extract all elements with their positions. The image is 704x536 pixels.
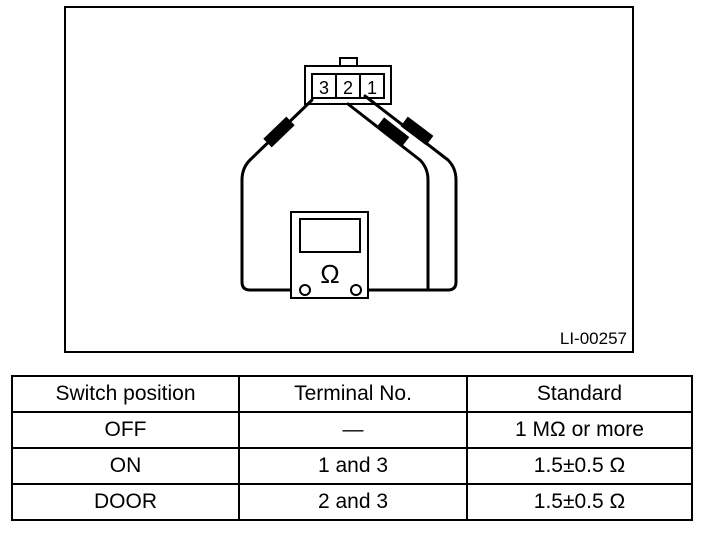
figure-frame [64, 6, 634, 353]
middle-probe [376, 117, 410, 147]
ohm-symbol: Ω [320, 259, 339, 289]
standard-cell: 1.5±0.5 Ω [466, 483, 693, 521]
connector-terminal-face [311, 73, 385, 99]
terminal-1-label: 1 [367, 78, 377, 98]
column-header-standard: Standard [466, 375, 693, 413]
figure-code: LI-00257 [560, 329, 627, 348]
ohmmeter-test-diagram: 3 2 1 Ω LI-00257 [64, 6, 634, 353]
switch-position-cell: ON [11, 447, 240, 485]
terminal-no-cell: — [238, 411, 468, 449]
table-row: ON 1 and 3 1.5±0.5 Ω [11, 447, 693, 485]
left-test-lead [240, 98, 314, 292]
test-probes [263, 116, 434, 148]
standard-cell: 1 MΩ or more [466, 411, 693, 449]
column-header-terminal-no: Terminal No. [238, 375, 468, 413]
right-probe [400, 116, 434, 146]
ohmmeter-terminal-right [350, 284, 362, 296]
table-header-row: Switch position Terminal No. Standard [11, 375, 693, 413]
switch-position-cell: OFF [11, 411, 240, 449]
column-header-switch-position: Switch position [11, 375, 240, 413]
right-test-lead [360, 94, 458, 292]
ohmmeter-terminal-left [299, 284, 311, 296]
standard-cell: 1.5±0.5 Ω [466, 447, 693, 485]
ohmmeter-display [299, 218, 361, 253]
middle-test-lead [346, 102, 430, 290]
switch-connector: 3 2 1 [304, 57, 392, 105]
test-leads [240, 94, 458, 292]
table-row: DOOR 2 and 3 1.5±0.5 Ω [11, 483, 693, 521]
ohmmeter: Ω [290, 211, 369, 299]
specification-table: Switch position Terminal No. Standard OF… [11, 375, 693, 521]
terminal-3-label: 3 [319, 78, 329, 98]
table-row: OFF — 1 MΩ or more [11, 411, 693, 449]
switch-position-cell: DOOR [11, 483, 240, 521]
terminal-no-cell: 1 and 3 [238, 447, 468, 485]
terminal-2-label: 2 [343, 78, 353, 98]
left-probe [263, 116, 295, 148]
terminal-no-cell: 2 and 3 [238, 483, 468, 521]
